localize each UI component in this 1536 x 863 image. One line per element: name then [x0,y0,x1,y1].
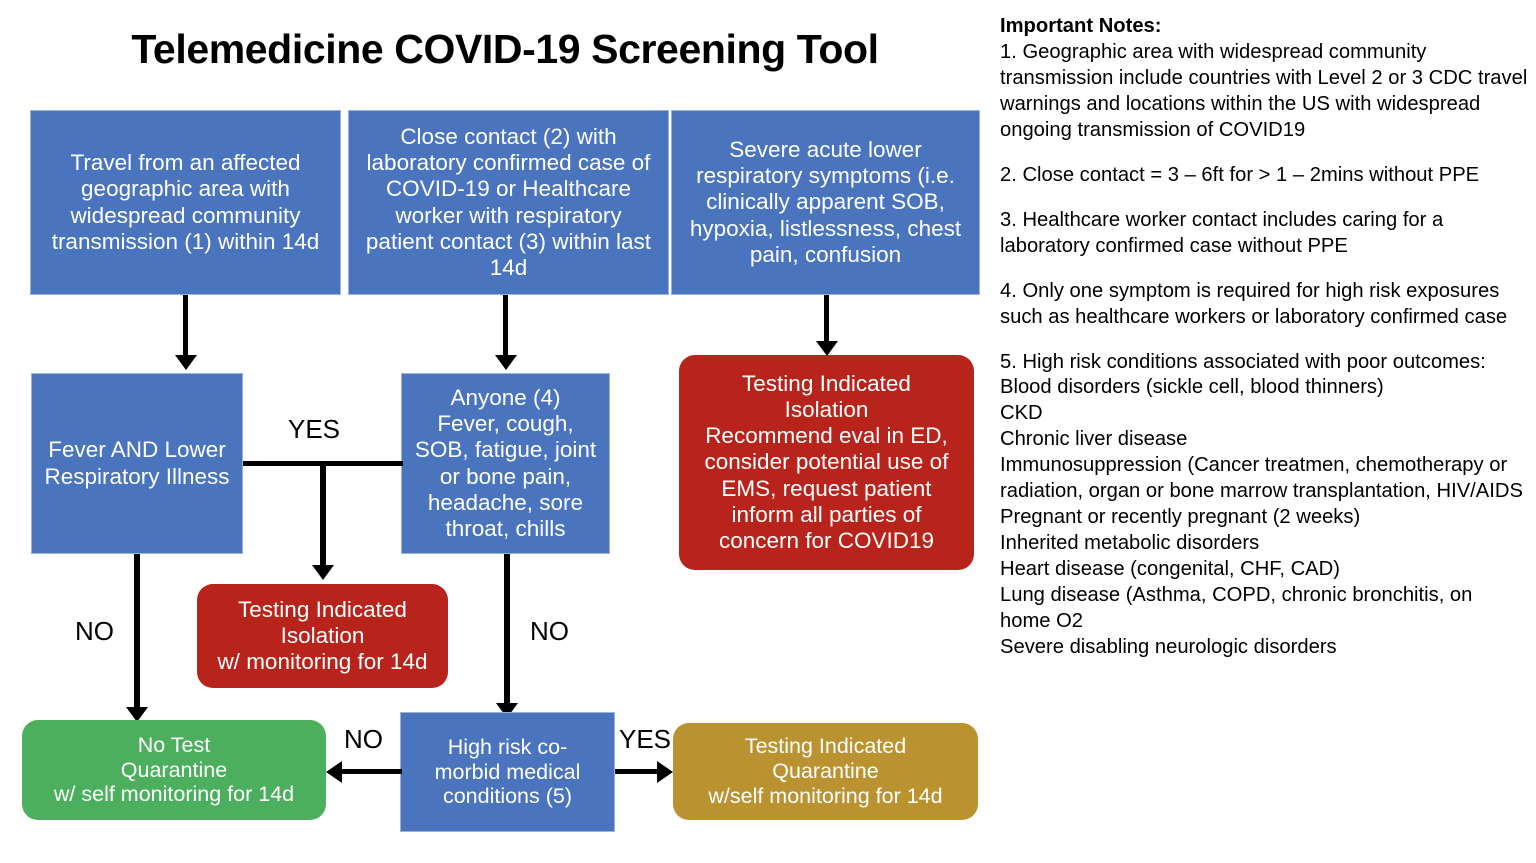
arrowhead-fever-no-down [126,707,148,722]
note-5-condition: Heart disease (congenital, CHF, CAD) [1000,558,1340,581]
node-fever-and-lri[interactable]: Fever AND Lower Respiratory Illness [31,373,243,554]
edge-label-yes-fever: YES [288,414,341,444]
node-testing-indicated-isolation[interactable]: Testing Indicated Isolation w/ monitorin… [197,584,448,688]
note-5-condition: Pregnant or recently pregnant (2 weeks) [1000,506,1361,529]
connector-highrisk-yes-right [615,769,659,774]
note-5-condition: CKD [1000,402,1043,425]
note-item-3: 3. Healthcare worker contact includes ca… [1000,208,1444,257]
arrowhead-highrisk-no-left [326,761,342,783]
node-testing-indicated-quarantine[interactable]: Testing Indicated Quarantine w/self moni… [673,723,978,820]
node-close-contact[interactable]: Close contact (2) with laboratory confir… [348,110,669,295]
note-5-condition: Immunosuppression (Cancer treatmen, chem… [1000,454,1523,503]
note-item-4: 4. Only one symptom is required for high… [1000,279,1508,328]
edge-label-no-highrisk: NO [344,724,383,754]
note-item-2: 2. Close contact = 3 – 6ft for > 1 – 2mi… [1000,163,1480,186]
connector-highrisk-no-left [342,769,402,774]
note-item-5-intro: 5. High risk conditions associated with … [1000,350,1486,373]
arrowhead-travel-down [175,355,197,370]
connector-anyone-no-down [504,554,510,706]
node-travel-exposure[interactable]: Travel from an affected geographic area … [30,110,341,295]
connector-yes-down-to-isolation [320,461,326,567]
notes-spacer [1000,189,1528,208]
arrowhead-highrisk-yes-right [657,761,673,783]
connector-severe-down [824,295,829,343]
note-5-condition: Chronic liver disease [1000,428,1188,451]
important-notes-panel: Important Notes: 1. Geographic area with… [1000,14,1528,661]
arrowhead-severe-down [816,341,838,356]
node-testing-indicated-ed[interactable]: Testing Indicated Isolation Recommend ev… [679,355,974,570]
notes-spacer [1000,331,1528,350]
page-title: Telemedicine COVID-19 Screening Tool [131,26,879,72]
edge-label-no-fever: NO [75,616,114,646]
note-5-condition: Lung disease (Asthma, COPD, chronic bron… [1000,584,1473,633]
node-anyone-symptoms[interactable]: Anyone (4) Fever, cough, SOB, fatigue, j… [401,373,610,554]
connector-close-contact-down [503,295,508,357]
note-5-condition: Inherited metabolic disorders [1000,532,1260,555]
node-no-test-quarantine[interactable]: No Test Quarantine w/ self monitoring fo… [22,720,326,820]
arrowhead-close-contact-down [495,355,517,370]
notes-spacer [1000,260,1528,279]
note-5-condition: Severe disabling neurologic disorders [1000,636,1337,659]
connector-fever-no-down [134,554,140,710]
node-severe-symptoms[interactable]: Severe acute lower respiratory symptoms … [671,110,980,295]
node-high-risk-comorbid[interactable]: High risk co- morbid medical conditions … [400,712,615,832]
notes-heading: Important Notes: [1000,15,1162,37]
edge-label-no-anyone: NO [530,616,569,646]
notes-spacer [1000,144,1528,163]
edge-label-yes-highrisk: YES [619,724,672,754]
note-5-condition: Blood disorders (sickle cell, blood thin… [1000,376,1384,399]
connector-travel-down [183,295,188,357]
arrowhead-yes-down-to-isolation [312,565,334,580]
note-item-1: 1. Geographic area with widespread commu… [1000,40,1528,141]
